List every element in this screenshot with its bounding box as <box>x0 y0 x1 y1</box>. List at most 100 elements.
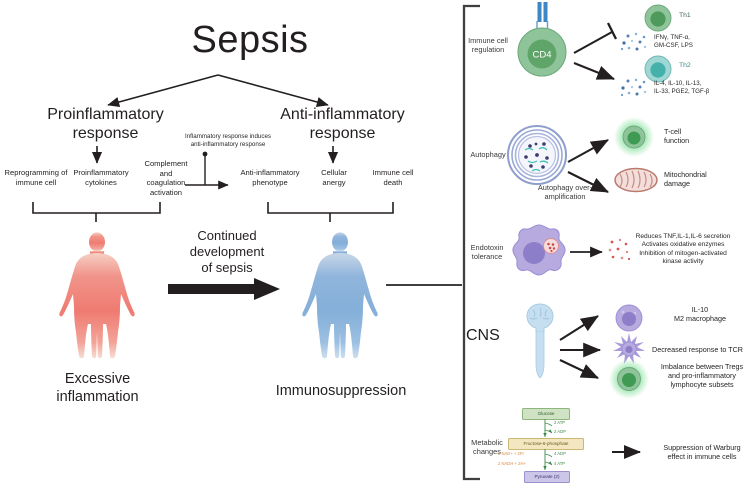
autophagy-label-line1: Autophagy <box>470 150 506 159</box>
left-gathering-bracket <box>32 202 394 222</box>
th2-cell-icon <box>644 55 672 83</box>
outcome-left-line2: inflammation <box>56 389 139 405</box>
glycolysis-ann-left-1: 2 NAD+ + 2Pi <box>498 451 524 456</box>
middle-note-line2: anti-inflammatory response <box>190 140 266 148</box>
branch-down-arrows <box>91 146 339 164</box>
decreased-tcr-line1: Decreased response to TCR <box>652 345 743 354</box>
mitochondrion-icon <box>614 167 658 193</box>
m2-macrophage-line2: M2 macrophage <box>674 314 726 324</box>
leaf-cytokines-line1: Proinflammatory <box>73 168 129 177</box>
cd4-cell-label: CD4 <box>532 50 551 61</box>
glycolysis-node-pyruvate: Pyruvate (2) <box>524 471 570 483</box>
cns-arrows <box>559 315 602 379</box>
branch-anti-inflammatory-line2: response <box>309 125 376 142</box>
autophagosome-icon <box>507 125 567 185</box>
glycolysis-ann-top-2: 2 ADP <box>554 429 566 434</box>
dendritic-cell-icon <box>613 333 645 364</box>
th2-cytokines-line1: IL-4, IL-10, IL-13, <box>654 80 702 87</box>
endotoxin-label-line1: Endotoxin <box>470 243 504 252</box>
endotoxin-effects-line3: Inhibition of mitogen-activated <box>639 249 727 257</box>
mito-damage-line2: damage <box>664 179 690 189</box>
leaf-immune-cell-death: Immune cell death <box>362 168 424 187</box>
th1-cell-icon <box>644 4 672 32</box>
glycolysis-ann-right-1: 4 ADP <box>554 451 566 456</box>
transition-caption: Continued development of sepsis <box>167 228 287 276</box>
middle-note-connector <box>185 151 229 190</box>
outcome-right-line1: Immunosuppression <box>275 383 407 399</box>
glycolysis-node-glucose: Glucose <box>522 408 570 420</box>
leaf-anti-phenotype-line2: phenotype <box>252 177 288 187</box>
glycolysis-ann-right-2: 4 ATP <box>554 461 566 466</box>
middle-note: Inflammatory response induces anti-infla… <box>163 133 293 148</box>
macrophage-endotoxin-icon <box>512 224 566 276</box>
m2-macrophage-text: IL-10 M2 macrophage <box>652 305 748 323</box>
t-cell-function-line2: function <box>664 136 690 146</box>
leaf-complement-line2: and <box>159 168 173 178</box>
endotoxin-label-line2: tolerance <box>471 252 503 261</box>
endotoxin-arrow <box>570 246 603 258</box>
transition-arrow <box>168 278 280 300</box>
t-cell-function-text: T-cell function <box>664 127 734 145</box>
leaf-complement-line3: coagulation <box>146 178 186 187</box>
glycolysis-ann-left-2: 2 NADH + 2H+ <box>498 461 526 466</box>
transition-line1: Continued <box>197 228 257 243</box>
t-cell-function-line1: T-cell <box>664 127 682 136</box>
human-figure-inflammation <box>59 232 135 359</box>
branch-proinflammatory: Proinflammatory response <box>18 105 193 143</box>
immune-reg-label-line2: regulation <box>471 45 505 54</box>
treg-imbalance-line1: Imbalance between Tregs <box>660 362 744 371</box>
leaf-reprogramming-line2: immune cell <box>15 177 57 187</box>
transition-line2: development <box>189 244 265 259</box>
autophagy-over-amplification-note: Autophagy over- amplification <box>530 183 600 201</box>
m2-macrophage-line1: IL-10 <box>691 305 709 314</box>
branch-proinflammatory-line1: Proinflammatory <box>47 106 164 123</box>
leaf-cellular-anergy: Cellular anergy <box>307 168 361 187</box>
autophagy-arrows <box>567 139 609 193</box>
metabolic-label-line2: changes <box>473 447 501 456</box>
leaf-anergy-line2: anergy <box>322 177 346 187</box>
outcome-immunosuppression: Immunosuppression <box>252 382 430 400</box>
warburg-line1: Suppression of Warburg <box>663 443 741 452</box>
treg-imbalance-line2: and pro-inflammatory <box>668 371 736 381</box>
warburg-line2: effect in immune cells <box>667 452 737 462</box>
th1-cytokine-dots <box>620 32 647 51</box>
branch-anti-inflammatory-line1: Anti-inflammatory <box>280 106 405 123</box>
section-label-metabolic-changes: Metabolic changes <box>462 438 512 456</box>
leaf-cytokines: Proinflammatory cytokines <box>68 168 134 187</box>
endotoxin-effects-text: Reduces TNF,IL-1,IL-6 secretion Activate… <box>614 233 752 267</box>
autophagy-note-line2: amplification <box>544 192 586 201</box>
cd4-cell-icon: CD4 <box>517 2 567 77</box>
treg-glow-cell-icon <box>609 359 649 399</box>
section-label-immune-cell-regulation: Immune cell regulation <box>464 36 512 54</box>
sepsis-branch-arrows <box>107 74 329 107</box>
endotoxin-effects-line4: kinase activity <box>662 258 704 266</box>
leaf-death-line1: Immune cell <box>372 168 414 177</box>
section-label-autophagy: Autophagy <box>464 150 512 159</box>
leaf-anti-phenotype-line1: Anti-inflammatory <box>240 168 300 177</box>
metabolic-label-line1: Metabolic <box>471 438 503 447</box>
th1-cytokines-line1: IFNγ, TNF-α, <box>654 34 690 41</box>
immune-reg-label-line1: Immune cell <box>468 36 508 45</box>
endotoxin-effects-line2: Activates oxidative enzymes <box>641 241 725 249</box>
leaf-anti-inflammatory-phenotype: Anti-inflammatory phenotype <box>232 168 308 187</box>
leaf-complement: Complement and coagulation activation <box>137 159 195 197</box>
treg-imbalance-text: Imbalance between Tregs and pro-inflamma… <box>652 362 752 390</box>
page-title: Sepsis <box>191 19 309 61</box>
immune-reg-arrows <box>573 22 618 80</box>
leaf-death-line2: death <box>383 177 403 187</box>
th1-label: Th1 <box>679 12 691 19</box>
mitochondrial-damage-text: Mitochondrial damage <box>664 170 744 188</box>
brain-spinal-cord-icon <box>526 303 554 379</box>
leaf-anergy-line1: Cellular <box>321 168 347 177</box>
treg-imbalance-line3: lymphocyte subsets <box>670 380 734 390</box>
leaf-reprogramming: Reprogramming of immune cell <box>0 168 72 187</box>
human-figure-immunosuppression <box>302 232 378 359</box>
glycolysis-arrows <box>543 419 553 471</box>
th1-cytokines-text: IFNγ, TNF-α, GM-CSF, LPS <box>654 34 744 50</box>
section-label-cns: CNS <box>466 327 500 344</box>
autophagy-note-line1: Autophagy over- <box>537 183 593 192</box>
leaf-complement-line4: activation <box>149 187 183 197</box>
th2-cytokines-line2: IL-33, PGE2, TGF-β <box>654 87 710 95</box>
mito-damage-line1: Mitochondrial <box>664 170 707 179</box>
transition-line3: of sepsis <box>201 260 253 275</box>
